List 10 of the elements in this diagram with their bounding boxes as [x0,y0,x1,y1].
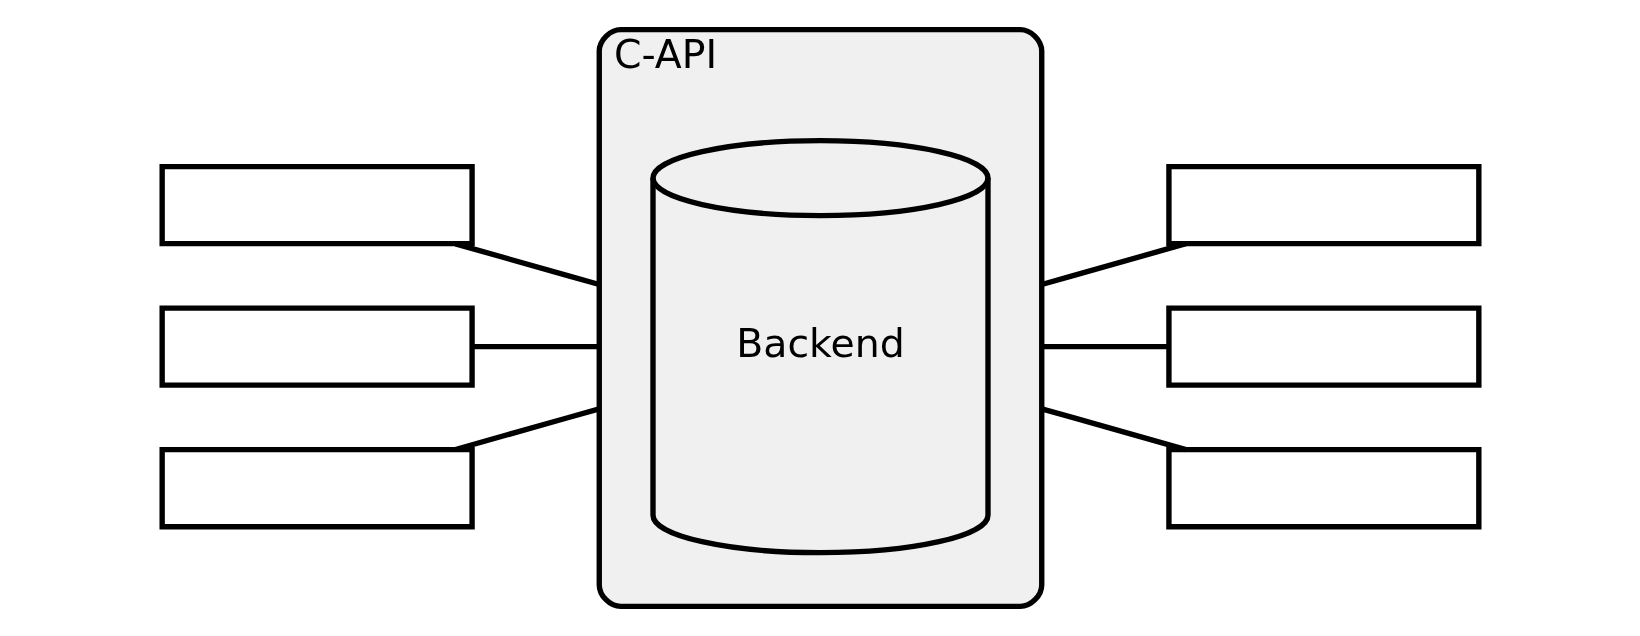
connector [471,343,599,350]
node-box [159,447,475,530]
connector [1041,343,1169,350]
connector [454,406,600,453]
node-box [1165,305,1481,388]
node-box [159,305,475,388]
node-box [159,163,475,247]
connector [454,241,600,288]
node-box [1165,163,1481,247]
node-box [1165,447,1481,530]
